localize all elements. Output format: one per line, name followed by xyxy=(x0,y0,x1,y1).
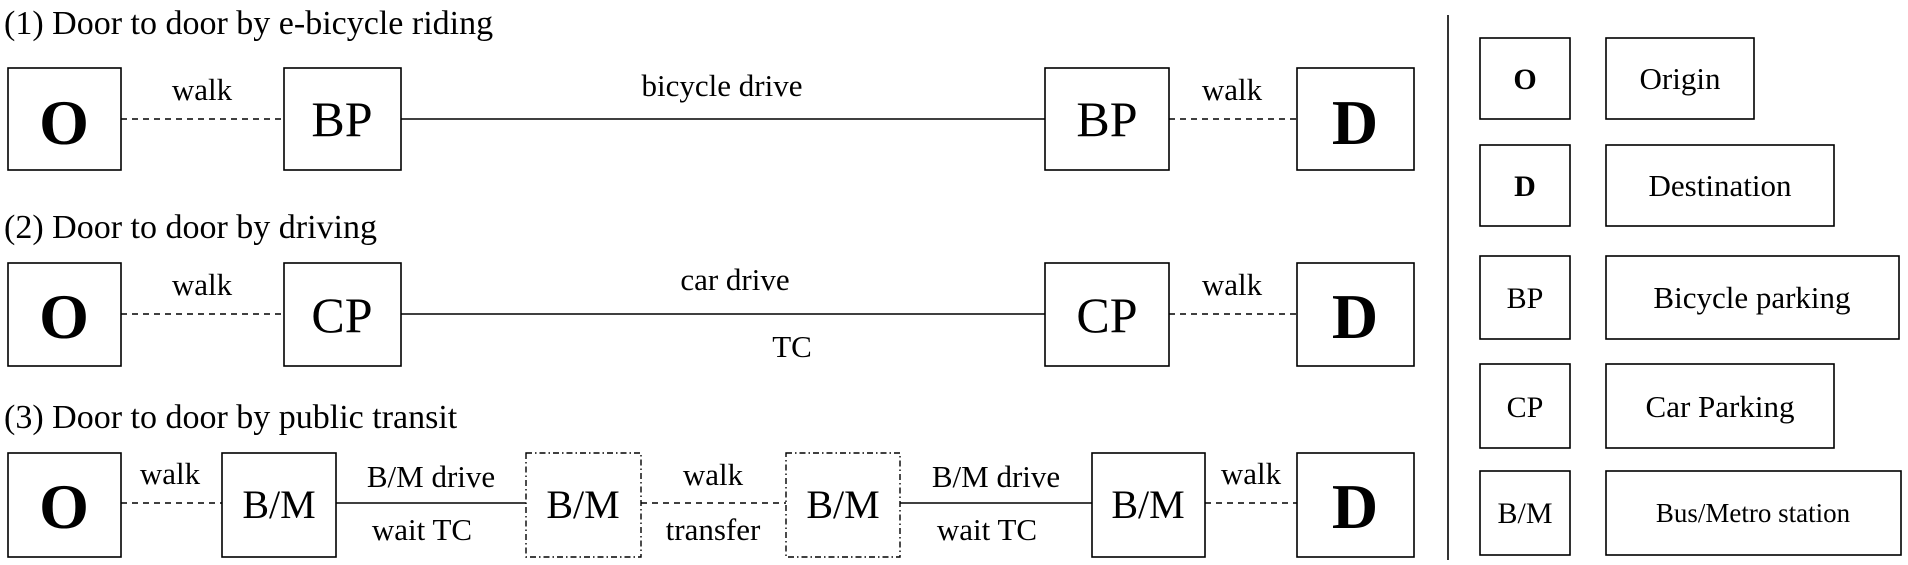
row2-walk1-label: walk xyxy=(172,267,233,302)
row3-transfer-label: transfer xyxy=(666,512,761,547)
legend-origin-text-box xyxy=(1605,37,1755,120)
row2-cp1-label: CP xyxy=(311,287,372,343)
row2-dest-box xyxy=(1296,262,1415,367)
legend-origin-text: Origin xyxy=(1640,61,1721,96)
row1-dest-label: D xyxy=(1332,87,1378,158)
row3-origin-label: O xyxy=(39,471,89,542)
row3-bm2-box xyxy=(525,452,642,558)
legend-destination-symbol: D xyxy=(1514,170,1536,203)
row1-walk2-label: walk xyxy=(1202,72,1263,107)
legend-bm-symbol: B/M xyxy=(1497,497,1552,530)
legend-bp-symbol: BP xyxy=(1507,282,1544,315)
row3-walk-mid-label: walk xyxy=(683,457,744,492)
row1-title: (1) Door to door by e-bicycle riding xyxy=(4,5,493,42)
row1-bp1-label: BP xyxy=(311,91,372,147)
legend-origin-symbol: O xyxy=(1513,63,1536,96)
row3-dest-label: D xyxy=(1332,471,1378,542)
legend-bm-symbol-box xyxy=(1479,470,1571,556)
row2-origin-label: O xyxy=(39,281,89,352)
row1-main-label: bicycle drive xyxy=(642,68,803,103)
legend-cp-symbol-box xyxy=(1479,363,1571,449)
row3-wait2-label: wait TC xyxy=(937,512,1037,547)
row3-dest-box xyxy=(1296,452,1415,558)
row3-walk1-label: walk xyxy=(140,456,201,491)
legend-destination-text: Destination xyxy=(1649,168,1792,203)
legend-bm-text-box xyxy=(1605,470,1902,556)
row3-bm4-label: B/M xyxy=(1111,482,1184,527)
row3-title: (3) Door to door by public transit xyxy=(4,399,458,436)
row3-bm1-label: B/M xyxy=(242,482,315,527)
row3-walk2-label: walk xyxy=(1221,456,1282,491)
legend-origin-symbol-box xyxy=(1479,37,1571,120)
row1-dest-box xyxy=(1296,67,1415,171)
legend-bp-symbol-box xyxy=(1479,255,1571,340)
row1-bp2-label: BP xyxy=(1076,91,1137,147)
row3-drive2-label: B/M drive xyxy=(932,459,1060,494)
row3-bm3-box xyxy=(785,452,901,558)
legend-cp-symbol: CP xyxy=(1507,391,1544,424)
row2-main-below-label: TC xyxy=(772,329,812,364)
legend-bp-text: Bicycle parking xyxy=(1653,280,1850,315)
row1-walk1-label: walk xyxy=(172,72,233,107)
row2-title: (2) Door to door by driving xyxy=(4,209,377,246)
legend-bp-text-box xyxy=(1605,255,1900,340)
row3-wait1-label: wait TC xyxy=(372,512,472,547)
row1-origin-label: O xyxy=(39,87,89,158)
row3-origin-box xyxy=(7,452,122,558)
row3-bm1-box xyxy=(221,452,337,558)
row2-main-label: car drive xyxy=(680,262,789,297)
row2-cp2-label: CP xyxy=(1076,287,1137,343)
legend-cp-text-box xyxy=(1605,363,1835,449)
row3-drive1-label: B/M drive xyxy=(367,459,495,494)
row3-bm4-box xyxy=(1091,452,1206,558)
row3-bm3-label: B/M xyxy=(806,482,879,527)
legend-bm-text: Bus/Metro station xyxy=(1656,498,1851,528)
legend-destination-symbol-box xyxy=(1479,144,1571,227)
row3-bm2-label: B/M xyxy=(546,482,619,527)
row2-walk2-label: walk xyxy=(1202,267,1263,302)
legend-cp-text: Car Parking xyxy=(1646,389,1795,424)
row2-dest-label: D xyxy=(1332,281,1378,352)
legend-destination-text-box xyxy=(1605,144,1835,227)
legend: O Origin D Destination BP Bicycle parkin… xyxy=(1479,37,1902,556)
